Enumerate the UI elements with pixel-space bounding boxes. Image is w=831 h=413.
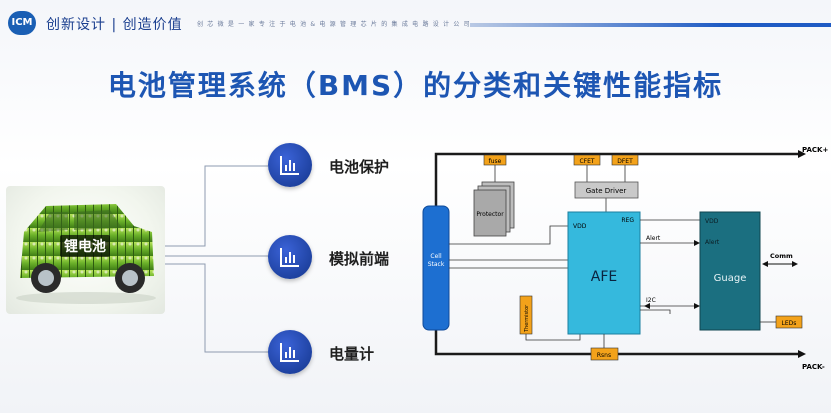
gauge-block: [699, 211, 761, 331]
page-title: 电池管理系统（BMS）的分类和关键性能指标: [107, 69, 724, 102]
company-logo: ICM: [8, 11, 36, 35]
afe-label: AFE: [591, 269, 617, 285]
cell-stack-label-1: Cell: [430, 253, 442, 260]
rsns-block: [590, 347, 619, 361]
image-caption: 锂电池: [60, 235, 110, 257]
bar-chart-icon: [268, 143, 312, 187]
gate-driver-block: [574, 181, 639, 199]
protector-block: [473, 189, 507, 237]
gauge-alert-label: Alert: [705, 239, 720, 246]
category-label: 电量计: [329, 345, 375, 363]
thermistor-label: Thermistor: [524, 304, 530, 333]
gauge-vdd-label: VDD: [705, 218, 719, 225]
bar-chart-icon: [268, 235, 312, 279]
rsns-label: Rsns: [597, 352, 611, 359]
afe-reg-label: REG: [621, 217, 634, 224]
afe-vdd-label: VDD: [573, 223, 587, 230]
cell-stack-label-2: Stack: [428, 261, 445, 268]
gauge-label: Guage: [714, 273, 747, 284]
category-label: 模拟前端: [329, 250, 390, 268]
afe-alert-label: Alert: [646, 235, 661, 242]
category-label: 电池保护: [329, 158, 390, 176]
thermistor-block: [519, 295, 533, 335]
header-subtitle: 创 芯 微 是 一 家 专 注 于 电 池 & 电 源 管 理 芯 片 的 集 …: [197, 21, 471, 28]
cell-stack-block: [422, 205, 450, 331]
leds-block: [775, 315, 803, 329]
afe-i2c-label: I2C: [646, 297, 656, 304]
header-slogan: 创新设计 | 创造价值: [46, 17, 183, 33]
bar-chart-icon: [268, 330, 312, 374]
leds-label: LEDs: [782, 320, 797, 327]
gate-driver-label: Gate Driver: [586, 187, 627, 195]
comm-label: Comm: [770, 252, 793, 260]
cfet-label: CFET: [579, 158, 594, 165]
header-divider: [470, 23, 831, 27]
protector-label: Protector: [476, 211, 504, 218]
bms-block-diagram: PACK+ PACK- fuse CFET DFET Gate Driver P…: [422, 146, 828, 371]
dfet-label: DFET: [617, 158, 633, 165]
afe-block: [567, 211, 641, 335]
pack-plus-label: PACK+: [802, 146, 828, 154]
pack-minus-label: PACK-: [802, 363, 825, 371]
fuse-label: fuse: [489, 158, 502, 165]
